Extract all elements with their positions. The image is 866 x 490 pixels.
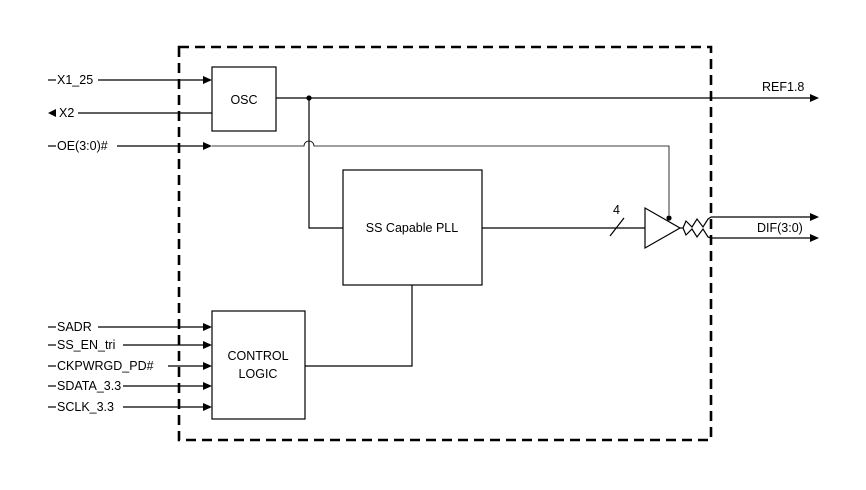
resistor-top [682,216,712,229]
sadr-arrowhead [203,323,212,331]
chip-boundary [177,45,713,442]
ckpwrgd-arrowhead [203,362,212,370]
ss-en-input: SS_EN_tri [48,338,212,352]
ref-label: REF1.8 [762,80,804,94]
sclk-input: SCLK_3.3 [48,400,212,414]
ref-arrowhead [810,94,819,102]
control-logic-block: CONTROL LOGIC [211,310,306,420]
control-to-pll-wire [305,285,413,367]
osc-to-pll-wire [308,98,343,229]
sdata-input: SDATA_3.3 [48,379,212,393]
resistor-bottom [682,227,712,239]
oe-wire-right [212,140,670,215]
dif-label: DIF(3:0) [757,221,803,235]
oe-arrowhead [203,142,212,150]
ss-en-arrowhead [203,341,212,349]
sclk-arrowhead [203,403,212,411]
pll-output: 4 [482,203,645,237]
x2-output: X2 [48,106,212,120]
osc-label: OSC [230,93,257,107]
sdata-label: SDATA_3.3 [57,379,121,393]
ckpwrgd-input: CKPWRGD_PD# [48,359,212,373]
control-label-line2: LOGIC [239,367,278,381]
buffer-triangle [644,206,682,250]
pll-block: SS Capable PLL [342,169,483,286]
ckpwrgd-label: CKPWRGD_PD# [57,359,154,373]
dif-arrowhead-top [810,213,819,221]
osc-block: OSC [211,66,277,132]
sadr-input: SADR [48,320,212,334]
dif-arrowhead-bottom [810,234,819,242]
oe-input: OE(3:0)# [48,139,670,215]
sclk-label: SCLK_3.3 [57,400,114,414]
oe-label: OE(3:0)# [57,139,108,153]
bus-width-label: 4 [613,203,620,217]
x1-label: X1_25 [57,73,93,87]
x2-label: X2 [59,106,74,120]
x1-input: X1_25 [48,73,212,87]
sdata-arrowhead [203,382,212,390]
x2-arrowhead [48,109,56,117]
sadr-label: SADR [57,320,92,334]
output-buffer [644,206,712,250]
control-label-line1: CONTROL [227,349,288,363]
oe-junction-dot [666,215,672,221]
dif-output: DIF(3:0) [711,213,819,242]
x1-arrowhead [203,76,212,84]
ss-en-label: SS_EN_tri [57,338,115,352]
bus-slash [609,217,625,237]
pll-label: SS Capable PLL [366,221,458,235]
ref-output: REF1.8 [276,80,819,229]
